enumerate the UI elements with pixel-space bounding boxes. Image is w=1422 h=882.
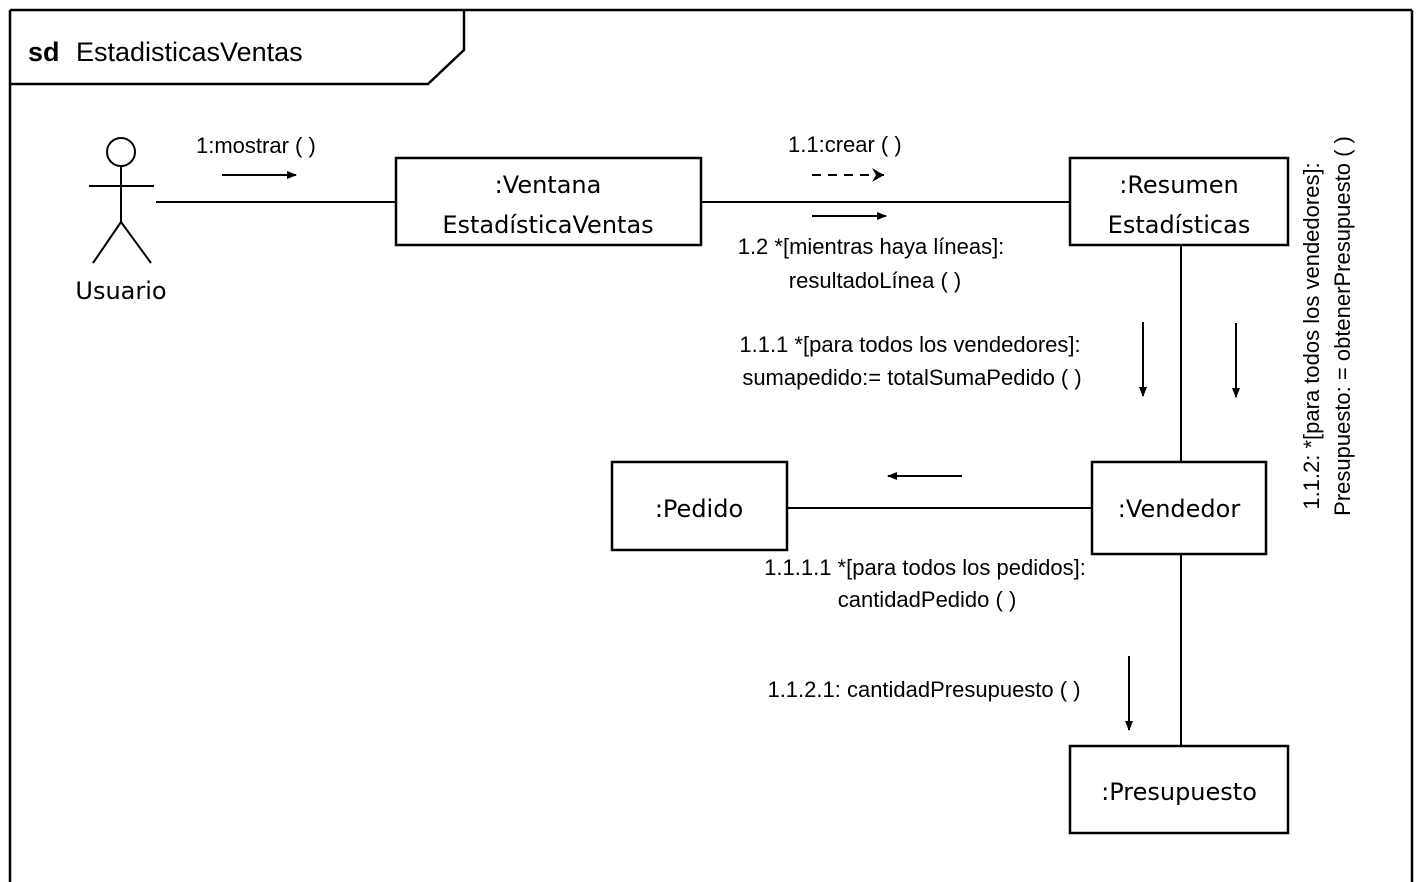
object-pedido: :Pedido	[610, 460, 789, 552]
message-1-1-2-obtener-presupuesto: 1.1.2: *[para todos los vendedores]: Pre…	[1232, 136, 1355, 516]
message-1-1-1-line2: sumapedido:= totalSumaPedido ( )	[742, 365, 1081, 390]
object-ventana-line2: EstadísticaVentas	[442, 211, 653, 239]
frame-keyword: sd	[28, 37, 60, 67]
object-vendedor: :Vendedor	[1090, 460, 1268, 556]
object-presupuesto-label: :Presupuesto	[1101, 778, 1257, 806]
actor-label: Usuario	[75, 277, 166, 305]
object-resumen-line2: Estadísticas	[1108, 211, 1251, 239]
object-ventana-estadistica-ventas: :Ventana EstadísticaVentas	[394, 156, 703, 247]
object-ventana-line1: :Ventana	[495, 171, 602, 199]
object-resumen-estadisticas: :Resumen Estadísticas	[1068, 156, 1290, 247]
actor-left-leg	[92, 221, 122, 264]
message-1-label: 1:mostrar ( )	[196, 133, 316, 158]
message-1-1-1-1-cantidad-pedido: 1.1.1.1 *[para todos los pedidos]: canti…	[764, 472, 1086, 612]
object-vendedor-label: :Vendedor	[1118, 495, 1241, 523]
message-1-2-line2: resultadoLínea ( )	[789, 268, 961, 293]
message-1-1-1-1-line1: 1.1.1.1 *[para todos los pedidos]:	[764, 555, 1086, 580]
object-pedido-label: :Pedido	[655, 495, 743, 523]
message-1-1-2-line2: Presupuesto: = obtenerPresupuesto ( )	[1330, 136, 1355, 516]
message-1-1-2-line1: 1.1.2: *[para todos los vendedores]:	[1299, 162, 1324, 509]
frame-title: EstadisticasVentas	[76, 37, 303, 67]
message-1-1-2-1-cantidad-presupuesto: 1.1.2.1: cantidadPresupuesto ( )	[767, 656, 1133, 731]
message-1-1-label: 1.1:crear ( )	[788, 132, 902, 157]
message-1-2-line1: 1.2 *[mientras haya líneas]:	[738, 234, 1005, 259]
message-1-2-resultado-linea: 1.2 *[mientras haya líneas]: resultadoLí…	[738, 212, 1005, 293]
object-presupuesto: :Presupuesto	[1068, 744, 1290, 835]
message-1-1-1-1-line2: cantidadPedido ( )	[838, 587, 1017, 612]
actor-right-leg	[120, 221, 152, 264]
actor-usuario: Usuario	[75, 137, 167, 305]
message-1-1-crear: 1.1:crear ( )	[788, 132, 902, 182]
message-1-1-1-line1: 1.1.1 *[para todos los vendedores]:	[739, 332, 1080, 357]
actor-head	[106, 137, 136, 167]
sd-frame: sd EstadisticasVentas	[8, 8, 1414, 882]
message-1-mostrar: 1:mostrar ( )	[196, 133, 316, 179]
message-1-1-2-1-label: 1.1.2.1: cantidadPresupuesto ( )	[767, 677, 1080, 702]
object-resumen-line1: :Resumen	[1119, 171, 1239, 199]
message-1-1-1-total-suma-pedido: 1.1.1 *[para todos los vendedores]: suma…	[739, 322, 1147, 397]
